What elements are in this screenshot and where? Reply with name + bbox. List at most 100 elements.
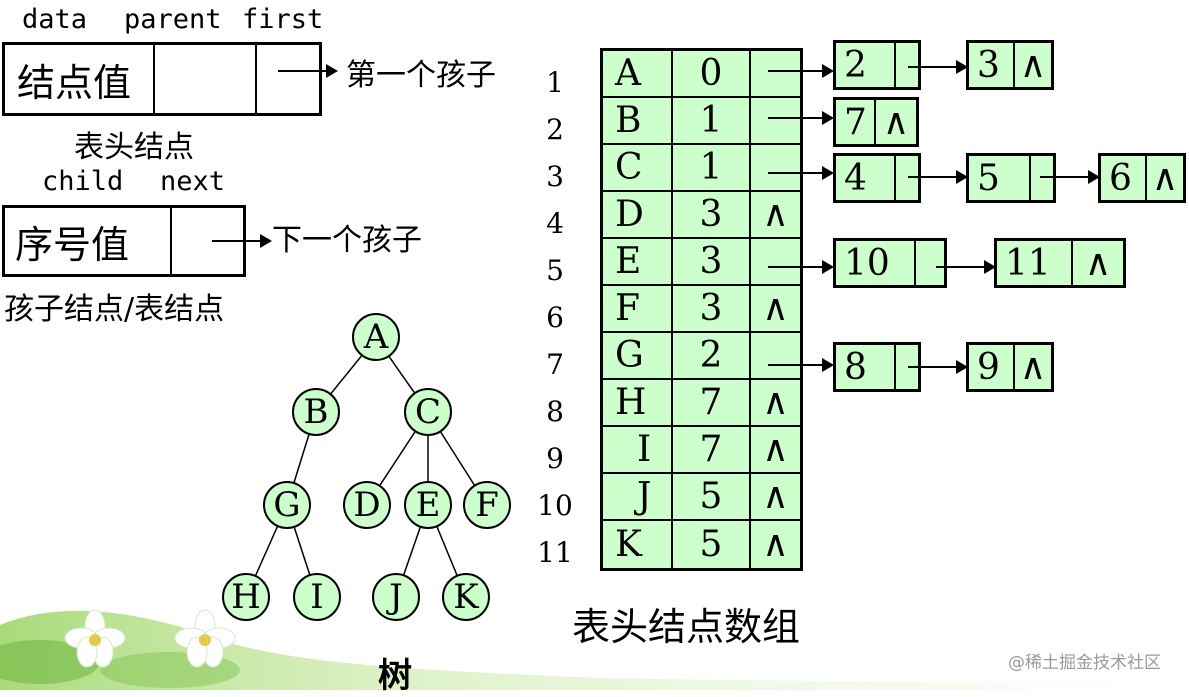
head-node-legend-box: 结点值 [2, 42, 322, 116]
row-number: 9 [546, 442, 564, 475]
row-first-cell-null: ∧ [762, 194, 789, 235]
header-array-caption: 表头结点数组 [572, 605, 801, 649]
list-arrow [908, 170, 968, 184]
child-node-value: 6 [1101, 156, 1147, 200]
watermark: @稀土掘金技术社区 [1008, 653, 1161, 673]
table-row: E 3 [603, 239, 800, 286]
row-parent-cell: 5 [673, 474, 751, 519]
row-first-cell [751, 51, 800, 96]
tree-node-C: C [404, 388, 452, 436]
row-parent-cell: 7 [673, 427, 751, 472]
child-node-legend-box: 序号值 [2, 205, 246, 277]
child-node-value: 2 [836, 43, 896, 87]
table-row: F 3 ∧ [603, 286, 800, 333]
row-number: 7 [546, 348, 564, 381]
tree-node-I: I [293, 573, 341, 621]
row-first-cell [751, 145, 800, 190]
list-arrow [936, 260, 996, 274]
row-number: 10 [537, 489, 573, 522]
row-number: 4 [546, 207, 564, 240]
child-node-value: 9 [969, 345, 1015, 389]
row-number: 8 [546, 395, 564, 428]
first-child-label: 第一个孩子 [346, 58, 496, 93]
row-parent-cell: 5 [673, 521, 751, 568]
field-label-first: first [242, 4, 324, 35]
field-label-data: data [22, 4, 88, 35]
row-data-cell: J [603, 474, 673, 519]
row-number: 2 [546, 113, 564, 146]
row-data-cell: K [603, 521, 673, 568]
list-arrow [768, 260, 834, 274]
child-node-value: 5 [969, 156, 1031, 200]
tree-node-E: E [404, 481, 452, 529]
child-node: 5 [966, 153, 1056, 203]
head-node-caption: 表头结点 [74, 130, 194, 165]
child-node-value: 10 [836, 241, 916, 285]
row-parent-cell: 1 [673, 145, 751, 190]
row-first-cell-null: ∧ [762, 476, 789, 517]
row-data-cell: C [603, 145, 673, 190]
tree-node-H: H [222, 573, 270, 621]
row-number: 6 [546, 301, 564, 334]
row-data-cell: E [603, 239, 673, 284]
next-child-label: 下一个孩子 [272, 223, 422, 258]
tree-node-G: G [263, 481, 311, 529]
child-node-value: 4 [836, 156, 896, 200]
tree-node-A: A [352, 313, 400, 361]
row-data-cell: I [603, 427, 673, 472]
table-row: B 1 [603, 98, 800, 145]
child-node-next [896, 156, 918, 200]
row-data-cell: A [603, 51, 673, 96]
child-node-next [896, 43, 918, 87]
list-arrow [908, 360, 968, 374]
table-row: I 7 ∧ [603, 427, 800, 474]
row-parent-cell: 1 [673, 98, 751, 143]
child-node-value: 3 [969, 43, 1015, 87]
row-data-cell: B [603, 98, 673, 143]
row-data-cell: F [603, 286, 673, 331]
table-row: H 7 ∧ [603, 380, 800, 427]
field-label-next: next [160, 166, 226, 197]
child-node-value: 8 [836, 345, 896, 389]
child-node-next [1031, 156, 1053, 200]
row-number: 1 [546, 66, 564, 99]
tree-node-F: F [463, 481, 511, 529]
first-child-arrow [278, 64, 338, 78]
row-parent-cell: 2 [673, 333, 751, 378]
child-node: 4 [833, 153, 921, 203]
list-arrow [908, 60, 968, 74]
next-child-arrow [212, 234, 272, 248]
child-node-value: 7 [836, 100, 876, 144]
child-node-index-cell: 序号值 [5, 208, 172, 274]
child-node-next-null: ∧ [1151, 157, 1179, 199]
tree-caption: 树 [378, 656, 412, 696]
table-row: G 2 [603, 333, 800, 380]
child-node: 7 ∧ [833, 97, 919, 147]
child-node-next-null: ∧ [1019, 346, 1047, 388]
row-first-cell [751, 98, 800, 143]
row-parent-cell: 3 [673, 239, 751, 284]
child-node: 10 [833, 238, 947, 288]
child-node-caption: 孩子结点/表结点 [4, 292, 225, 327]
child-node: 2 [833, 40, 921, 90]
row-number: 5 [546, 254, 564, 287]
list-arrow [1040, 170, 1100, 184]
child-node-next-null: ∧ [1084, 242, 1112, 284]
row-parent-cell: 7 [673, 380, 751, 425]
row-first-cell [751, 239, 800, 284]
child-node-value: 11 [997, 241, 1073, 285]
tree-node-K: K [442, 573, 490, 621]
child-node-next-null: ∧ [1019, 44, 1047, 86]
row-data-cell: H [603, 380, 673, 425]
row-first-cell-null: ∧ [762, 382, 789, 423]
list-arrow [768, 166, 834, 180]
table-row: C 1 [603, 145, 800, 192]
tree-node-D: D [343, 481, 391, 529]
head-node-data-cell: 结点值 [5, 45, 155, 113]
header-node-array: A 0 B 1 C 1 D 3 ∧ E 3 F 3 ∧ G 2 H 7 ∧ I … [600, 48, 803, 571]
child-node: 3 ∧ [966, 40, 1054, 90]
row-first-cell-null: ∧ [762, 524, 789, 565]
table-row: A 0 [603, 51, 800, 98]
list-arrow [768, 64, 834, 78]
row-number: 11 [537, 536, 573, 569]
